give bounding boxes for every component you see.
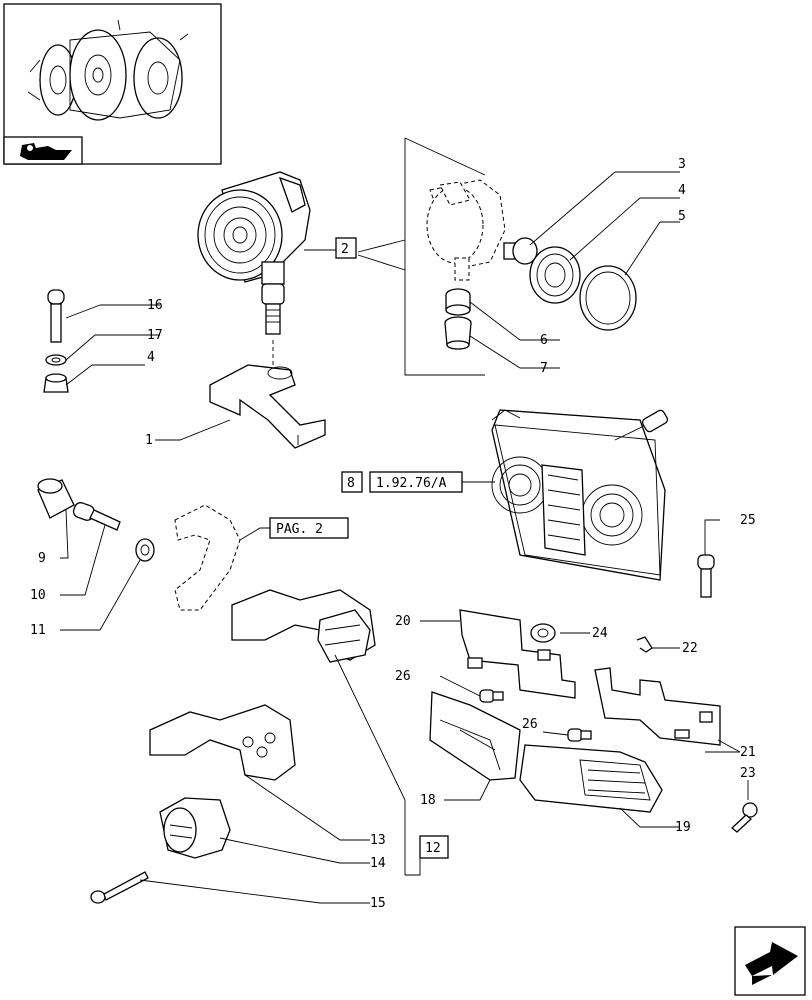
indicator-lens-18 [429,691,521,781]
marker-lamp-assembly [231,589,376,663]
callout-11: 11 [30,623,46,638]
callout-7: 7 [540,361,548,376]
ring-5 [579,265,637,331]
clip-22 [636,636,653,653]
bulb-3 [503,237,538,265]
indicator-lens-19 [519,744,663,813]
screw-23 [731,802,758,833]
callout-26a: 26 [395,669,411,684]
tractor-category-icon [20,143,72,160]
washer-11 [135,538,155,562]
callout-1: 1 [145,433,153,448]
bracket-21 [594,667,721,746]
lamp-exploded-group [357,137,637,376]
screw-15 [90,871,149,904]
screw-26a [479,689,504,703]
callout-9: 9 [38,551,46,566]
lens-4 [529,246,581,304]
callout-25: 25 [740,513,756,528]
frame-reference-dashed [174,504,241,611]
next-page-arrow-icon[interactable] [734,926,806,996]
tractor-thumbnail-icon [27,19,189,121]
nut-4 [43,373,69,393]
callout-26b: 26 [522,717,538,732]
housing-13 [149,704,296,781]
callout-18: 18 [420,793,436,808]
leader-lines [60,171,749,904]
callout-24: 24 [592,626,608,641]
rear-combination-lamp [491,409,669,581]
svg-text:PAG. 2: PAG. 2 [276,522,323,537]
callout-16: 16 [147,298,163,313]
callout-10: 10 [30,588,46,603]
svg-text:8: 8 [347,476,355,491]
callout-20: 20 [395,614,411,629]
svg-text:2: 2 [341,242,349,257]
grommet-7 [444,316,472,350]
ref-box-page-link[interactable]: 1.92.76/A [369,471,463,493]
screw-26b [567,728,592,742]
ref-box-pag-2[interactable]: PAG. 2 [269,517,349,539]
rubber-buffer-9 [37,478,75,519]
callout-15: 15 [370,896,386,911]
ref-box-8[interactable]: 8 [341,471,363,493]
callout-5: 5 [678,209,686,224]
svg-text:12: 12 [425,841,441,856]
callout-labels: 1 3 4 5 6 7 16 17 4 9 10 11 13 14 15 25 … [30,157,756,911]
callout-13: 13 [370,833,386,848]
callout-4-left: 4 [147,350,155,365]
bolt-16 [47,289,65,343]
washer-17 [45,354,67,366]
callout-4: 4 [678,183,686,198]
callout-3: 3 [678,157,686,172]
grommet-24 [530,623,556,643]
ref-box-12[interactable]: 12 [419,835,449,859]
svg-text:1.92.76/A: 1.92.76/A [376,476,447,491]
bushing-6 [445,288,471,316]
work-lamp [197,171,311,375]
callout-14: 14 [370,856,386,871]
callout-19: 19 [675,820,691,835]
callout-21: 21 [740,745,756,760]
lamp-bracket [209,364,326,449]
bolt-10 [72,502,121,531]
marker-lamp-14 [159,797,231,859]
bracket-20 [459,609,576,699]
callout-22: 22 [682,641,698,656]
callout-23: 23 [740,766,756,781]
ref-box-2[interactable]: 2 [335,237,357,259]
bolt-25 [697,554,715,598]
thumbnail-panel[interactable] [3,3,222,165]
callout-6: 6 [540,333,548,348]
callout-17: 17 [147,328,163,343]
